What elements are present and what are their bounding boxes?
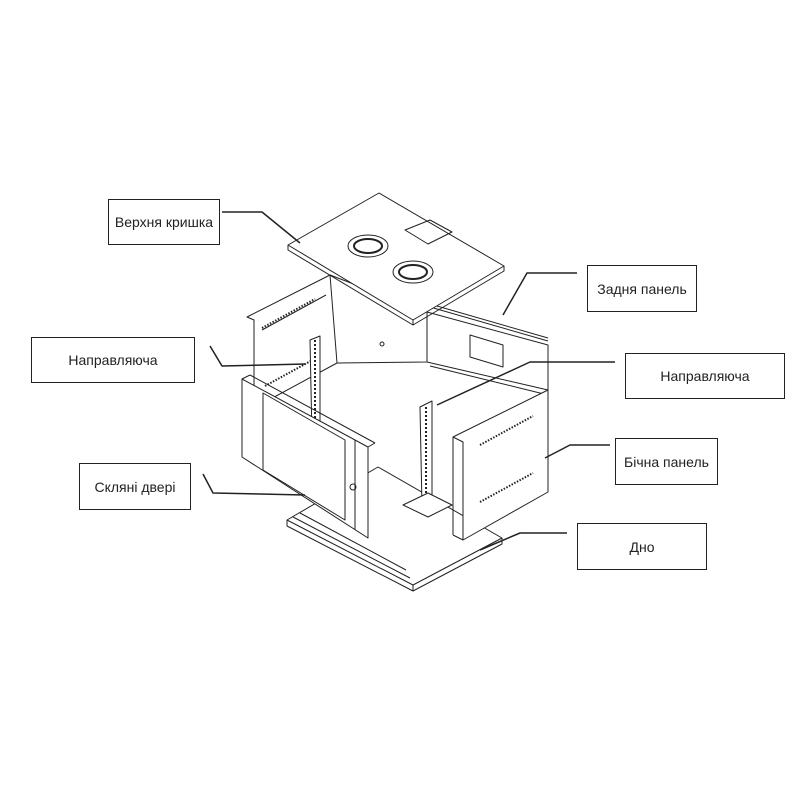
left-side-panel (246, 274, 338, 409)
label-glass-door: Скляні двері (79, 463, 191, 510)
glass-door (241, 374, 376, 539)
label-back-panel: Задня панель (587, 265, 697, 312)
top-cover (287, 192, 505, 326)
label-rail-right: Направляюча (625, 353, 785, 399)
fan-icon (347, 234, 389, 258)
label-top-cover: Верхня кришка (108, 199, 220, 245)
label-side-panel: Бічна панель (615, 438, 718, 485)
back-panel (329, 274, 549, 396)
label-bottom: Дно (577, 523, 707, 570)
right-side-panel (452, 389, 549, 541)
leader-lines (202, 211, 615, 551)
fan-icon (392, 260, 434, 284)
label-rail-left: Направляюча (31, 337, 195, 383)
right-rail (419, 400, 433, 508)
